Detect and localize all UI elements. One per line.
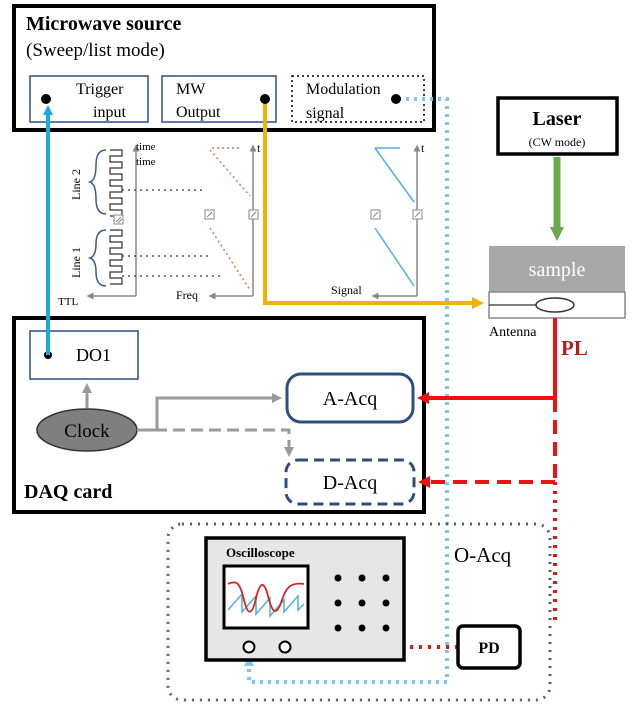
modulation-signal-port[interactable] [291, 75, 425, 123]
pd-box[interactable] [456, 624, 522, 670]
scope-trace-red [227, 581, 305, 613]
daq-card-title: DAQ card [24, 481, 112, 503]
mw-output-dot [260, 94, 270, 104]
scope-input-2[interactable] [278, 640, 292, 654]
mw-output-label-2: Output [176, 104, 221, 121]
signal-ramp-line1 [374, 227, 415, 287]
ttl-pulse-train-line1 [109, 229, 123, 285]
microwave-source-title: Microwave source [26, 13, 181, 35]
daq-card-box: DAQ card DO1 Clock A-Acq D-Acq [12, 316, 426, 514]
a-acq-label: A-Acq [323, 388, 377, 410]
t-label-signal: t [421, 141, 425, 155]
antenna-label: Antenna [489, 325, 537, 340]
mw-output-port[interactable] [161, 75, 277, 123]
ttl-pulse-train-line2 [109, 149, 123, 217]
oscilloscope-title: Oscilloscope [226, 545, 295, 560]
ttl-label: TTL [58, 296, 78, 308]
pd-label: PD [478, 640, 499, 657]
line1-label: Line 1 [69, 247, 83, 278]
clock-to-d-acq-arrow [137, 428, 294, 457]
a-acq-box[interactable] [285, 372, 415, 424]
modulation-signal-label-2: signal [306, 105, 345, 122]
sample-label: sample [529, 259, 586, 281]
d-acq-label: D-Acq [323, 472, 377, 494]
microwave-source-box: Microwave source (Sweep/list mode) Trigg… [12, 4, 436, 132]
time-label-2: time [136, 156, 156, 168]
t-label-freq: t [257, 141, 261, 155]
microwave-source-subtitle: (Sweep/list mode) [26, 40, 165, 61]
modulation-signal-dot [391, 94, 401, 104]
mw-output-label-1: MW [176, 81, 206, 98]
line1-brace [87, 229, 107, 287]
antenna-loop [535, 297, 575, 313]
laser-box: Laser (CW mode) [496, 96, 619, 156]
scope-input-1[interactable] [242, 640, 256, 654]
time-label-1: time [136, 141, 156, 153]
line2-brace [87, 149, 107, 215]
oscilloscope: Oscilloscope [204, 536, 406, 662]
o-acq-label: O-Acq [454, 543, 512, 567]
pl-label: PL [561, 336, 588, 360]
line2-label: Line 2 [69, 169, 83, 200]
do1-label: DO1 [76, 345, 111, 365]
signal-label: Signal [331, 283, 362, 297]
oscilloscope-knobs [334, 574, 390, 632]
sample-block: sample [488, 246, 626, 319]
mw-output-line [263, 99, 484, 309]
modulation-signal-line [244, 97, 449, 684]
oscilloscope-screen [222, 564, 310, 630]
trigger-input-label-2: input [93, 104, 126, 121]
laser-mode: (CW mode) [529, 135, 586, 149]
freq-ramp-line1-slope [209, 227, 251, 291]
clock-label: Clock [64, 421, 110, 442]
trigger-input-label-1: Trigger [76, 81, 124, 98]
modulation-signal-label-1: Modulation [306, 81, 381, 98]
timing-diagram: Line 2 Line 1 time time TTL t Freq t Sig… [58, 141, 425, 308]
d-acq-box[interactable] [284, 458, 416, 506]
freq-ramp-line2-slope [209, 149, 251, 197]
scope-trace-blue [227, 592, 305, 618]
o-acq-region [166, 522, 552, 702]
laser-title: Laser [533, 108, 582, 130]
trigger-input-dot [41, 94, 51, 104]
signal-ramp-line2 [374, 147, 415, 203]
freq-label: Freq [176, 288, 198, 302]
